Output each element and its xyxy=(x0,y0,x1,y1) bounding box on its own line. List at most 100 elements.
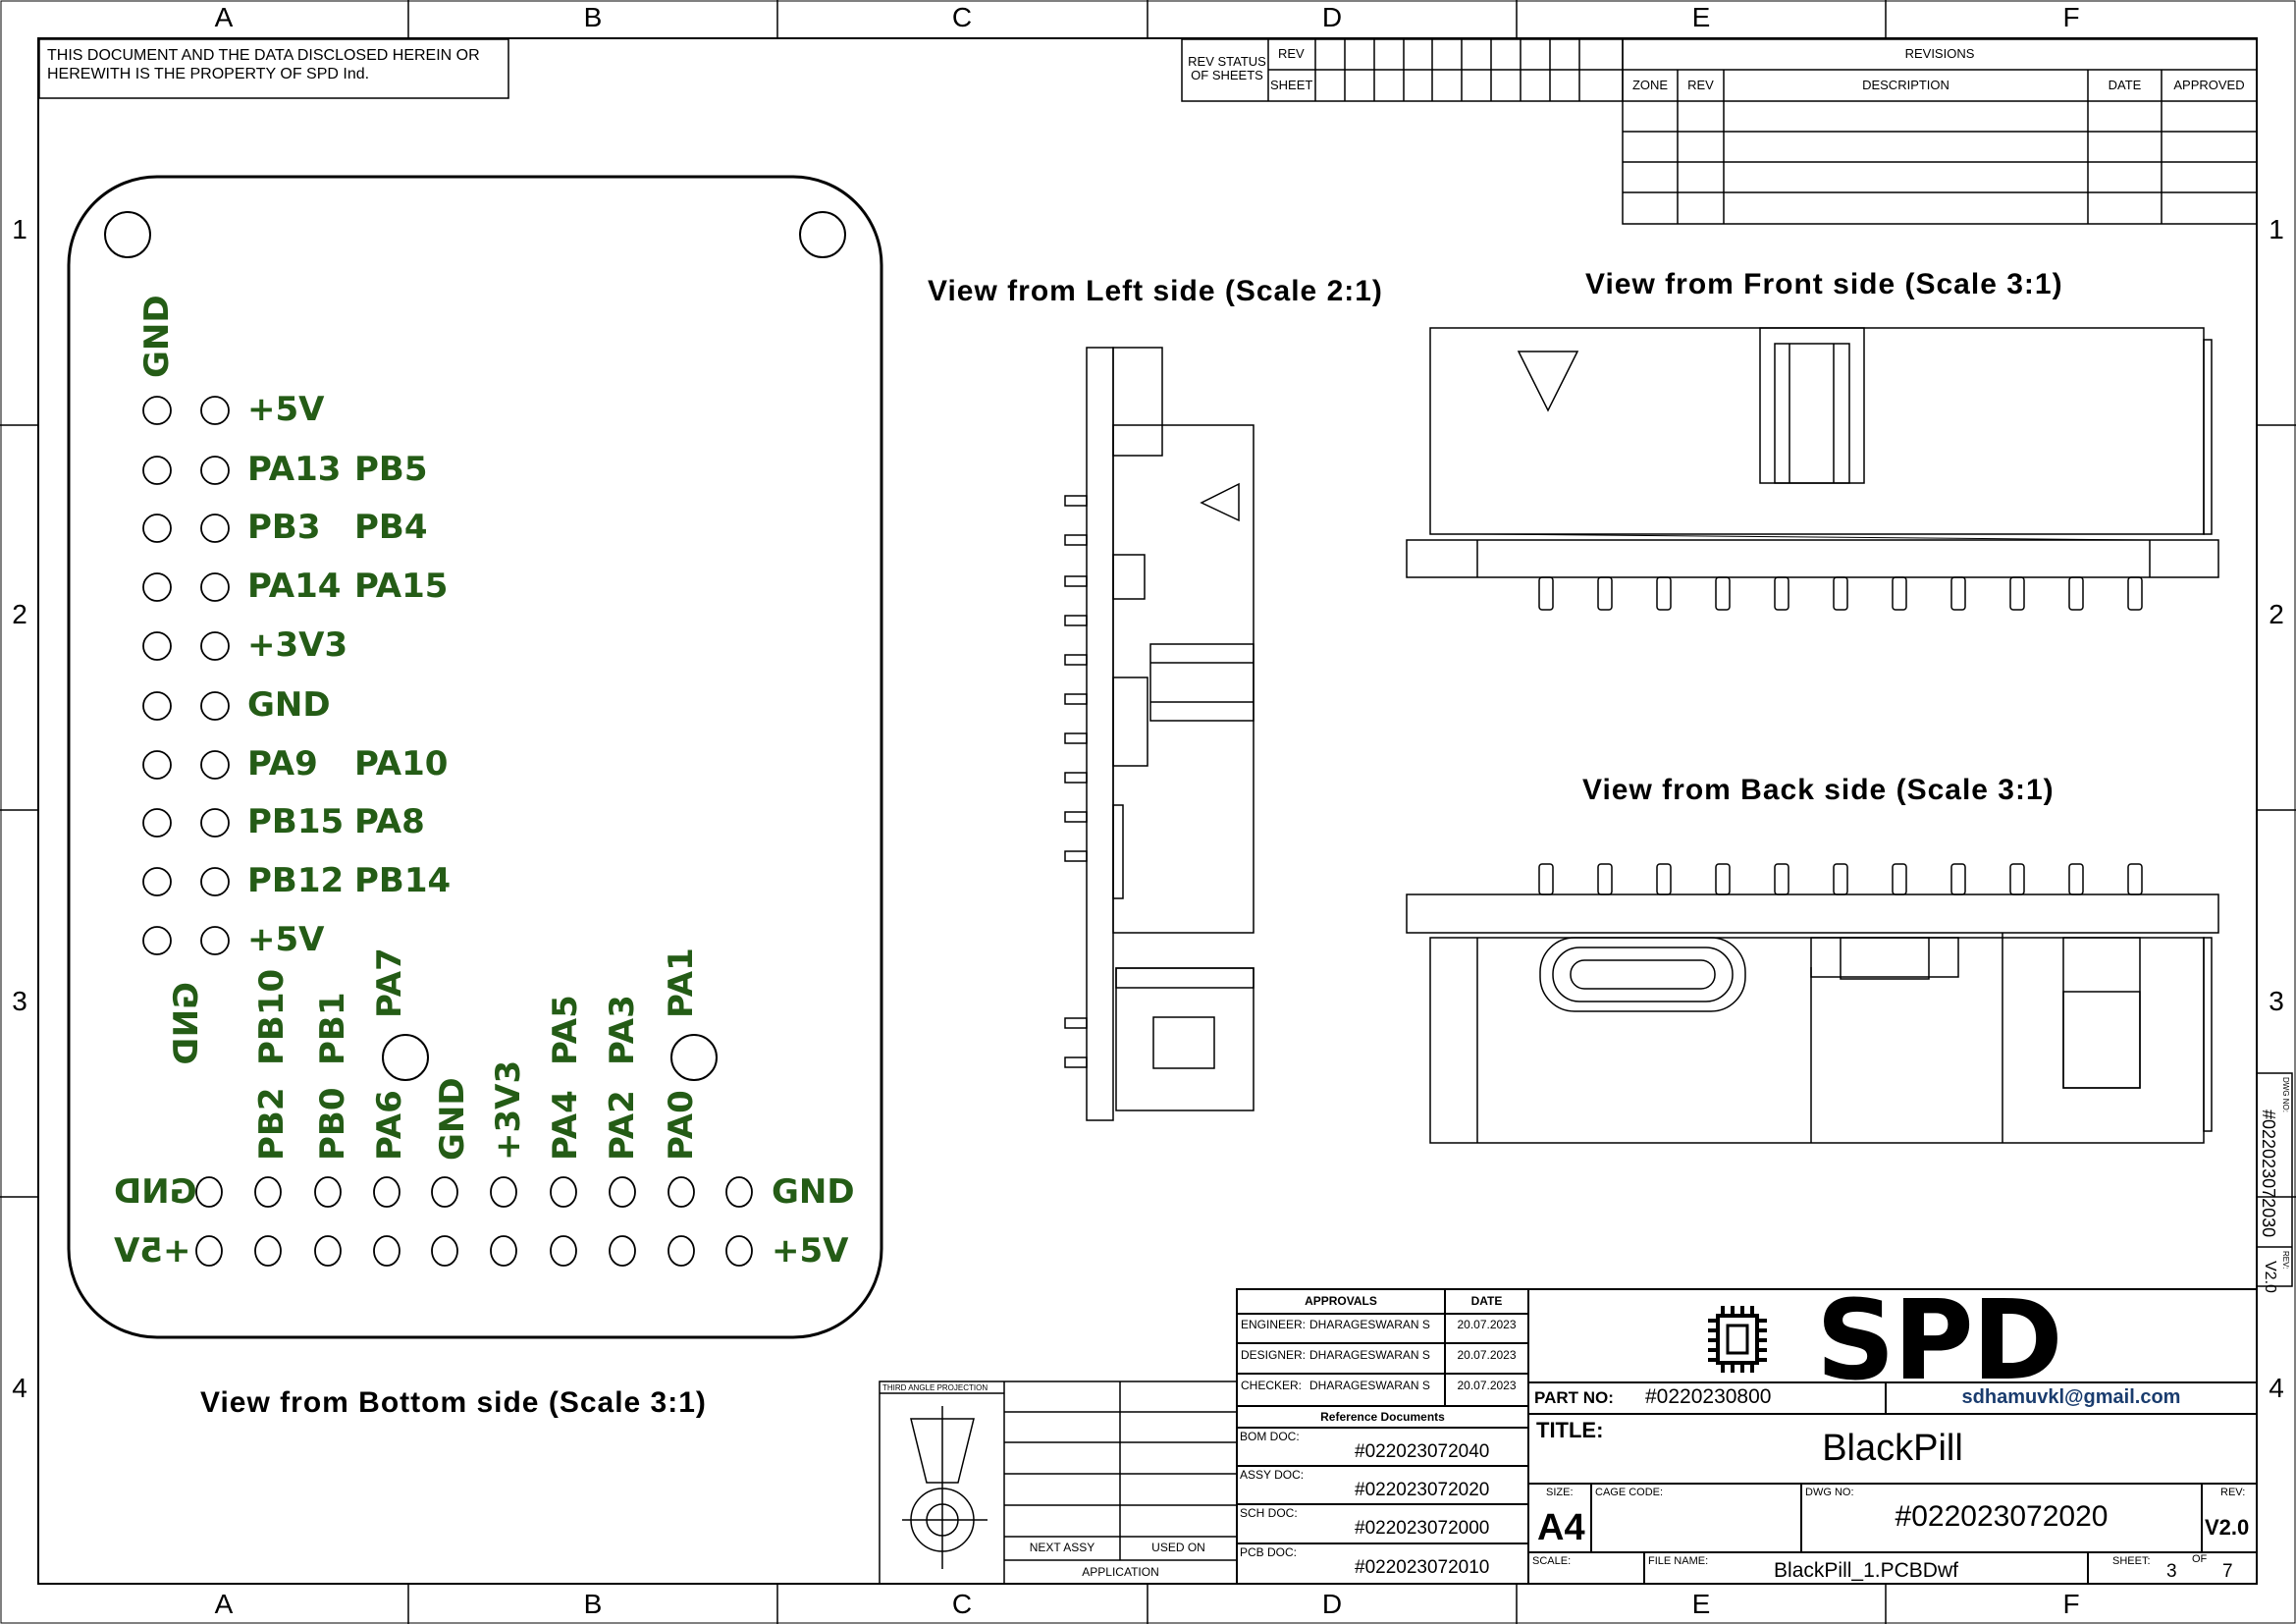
zone-col-top: E xyxy=(1691,2,1711,32)
ref-doc-label: SCH DOC: xyxy=(1240,1506,1298,1520)
part-no-label: PART NO: xyxy=(1534,1388,1614,1407)
approval-date: 20.07.2023 xyxy=(1457,1318,1517,1331)
pin-label: PB12 xyxy=(247,861,345,900)
zone-row-left: 2 xyxy=(12,599,27,629)
back-side-view xyxy=(1406,863,2219,1144)
header-pin xyxy=(1064,534,1088,546)
header-pin xyxy=(1064,615,1088,626)
title-label: TITLE: xyxy=(1536,1418,1604,1442)
header-pin xyxy=(1774,576,1789,611)
pin-label: +3V3 xyxy=(489,1059,528,1161)
pin-label: PB10 xyxy=(252,968,292,1065)
view-title-left: View from Left side (Scale 2:1) xyxy=(928,275,1383,307)
pin-hole xyxy=(200,631,230,661)
view-title-bottom: View from Bottom side (Scale 3:1) xyxy=(200,1386,707,1419)
side-dwg-value: #022023072030 xyxy=(2259,1110,2278,1238)
zone-col-top: F xyxy=(2062,2,2080,32)
approval-name: DHARAGESWARAN S xyxy=(1309,1379,1430,1392)
header-pin xyxy=(2127,863,2143,895)
header-pin xyxy=(1064,772,1088,784)
header-pin xyxy=(1064,1017,1088,1029)
size-value: A4 xyxy=(1537,1507,1585,1548)
pin-label-corner-gnd: GND xyxy=(167,982,206,1065)
approvals-date-header: DATE xyxy=(1470,1294,1503,1308)
pin-hole xyxy=(725,1235,753,1267)
header-pin xyxy=(1656,863,1672,895)
pin-hole xyxy=(195,1235,223,1267)
pin-label: PB0 xyxy=(313,1087,352,1162)
chip-logo-icon xyxy=(1708,1306,1767,1373)
side-rev-label: REV: xyxy=(2281,1251,2290,1270)
rev-header-zone: ZONE xyxy=(1631,78,1669,92)
rev-value-label: REV: xyxy=(2220,1487,2246,1498)
rev-value: V2.0 xyxy=(2205,1515,2250,1540)
pin-hole xyxy=(431,1235,458,1267)
header-pin xyxy=(2127,576,2143,611)
third-angle-label: THIRD ANGLE PROJECTION xyxy=(882,1383,988,1392)
email-link[interactable]: sdhamuvkl@gmail.com xyxy=(1961,1386,2181,1408)
header-pin xyxy=(1064,693,1088,705)
header-pin xyxy=(1950,863,1966,895)
header-pin xyxy=(1597,863,1613,895)
pin-hole xyxy=(314,1176,342,1208)
pin-hole xyxy=(200,808,230,838)
dwg-no-label: DWG NO: xyxy=(1805,1487,1854,1498)
pin-hole xyxy=(609,1235,636,1267)
approval-role: DESIGNER: xyxy=(1241,1348,1307,1362)
pin-hole xyxy=(550,1235,577,1267)
header-pin xyxy=(1892,576,1907,611)
rev-label: REV xyxy=(1278,46,1305,61)
pin-hole xyxy=(142,926,172,955)
pin-hole xyxy=(200,926,230,955)
pin-label: PA15 xyxy=(354,567,449,606)
approval-name: DHARAGESWARAN S xyxy=(1309,1348,1430,1362)
spd-logo: SPD xyxy=(1816,1277,2063,1405)
rev-status-table xyxy=(1181,38,1624,102)
pin-hole xyxy=(431,1176,458,1208)
pin-hole xyxy=(142,750,172,780)
zone-row-left: 1 xyxy=(12,214,27,244)
pin-hole xyxy=(373,1176,400,1208)
zone-row-right: 1 xyxy=(2269,214,2284,244)
header-pin xyxy=(1715,863,1731,895)
header-pin xyxy=(1538,863,1554,895)
zone-row-right: 2 xyxy=(2269,599,2284,629)
board-bottom-view xyxy=(67,175,883,1339)
pin-label: PB4 xyxy=(354,508,428,547)
pin-hole xyxy=(200,572,230,602)
header-pin xyxy=(1064,1056,1088,1068)
pin-label: PB15 xyxy=(247,802,345,841)
pin-hole xyxy=(254,1235,282,1267)
pin-label: PA5 xyxy=(546,995,585,1065)
header-pin xyxy=(1538,576,1554,611)
pin-label: PA4 xyxy=(546,1090,585,1161)
rev-header-description: DESCRIPTION xyxy=(1862,78,1949,92)
pin-hole xyxy=(142,572,172,602)
front-side-view xyxy=(1406,327,2219,611)
ref-doc-value: #022023072010 xyxy=(1355,1557,1490,1578)
pin-hole xyxy=(725,1176,753,1208)
file-name-label: FILE NAME: xyxy=(1648,1555,1709,1567)
pin-label: PB2 xyxy=(252,1087,292,1162)
pin-label: PA0 xyxy=(662,1090,701,1161)
header-pin xyxy=(2009,576,2025,611)
property-notice: THIS DOCUMENT AND THE DATA DISCLOSED HER… xyxy=(47,46,480,83)
drawing-title: BlackPill xyxy=(1822,1428,1963,1469)
pin-label-top-gnd: GND xyxy=(137,295,177,378)
header-pin xyxy=(1833,576,1848,611)
rev-header-approved: APPROVED xyxy=(2173,78,2245,92)
pin-hole xyxy=(142,691,172,721)
header-pin xyxy=(1064,575,1088,587)
approval-name: DHARAGESWARAN S xyxy=(1309,1318,1430,1331)
pin-hole xyxy=(254,1176,282,1208)
pin-hole xyxy=(142,631,172,661)
pin-label: PA1 xyxy=(662,947,701,1018)
pin-hole xyxy=(142,456,172,485)
application-label: APPLICATION xyxy=(1082,1565,1159,1579)
header-pin xyxy=(1064,732,1088,744)
pin-hole xyxy=(609,1176,636,1208)
zone-col-top: B xyxy=(583,2,603,32)
title-block-lines xyxy=(1236,1288,2258,1585)
scale-label: SCALE: xyxy=(1532,1555,1572,1567)
sheet-label: SHEET xyxy=(1270,78,1313,92)
